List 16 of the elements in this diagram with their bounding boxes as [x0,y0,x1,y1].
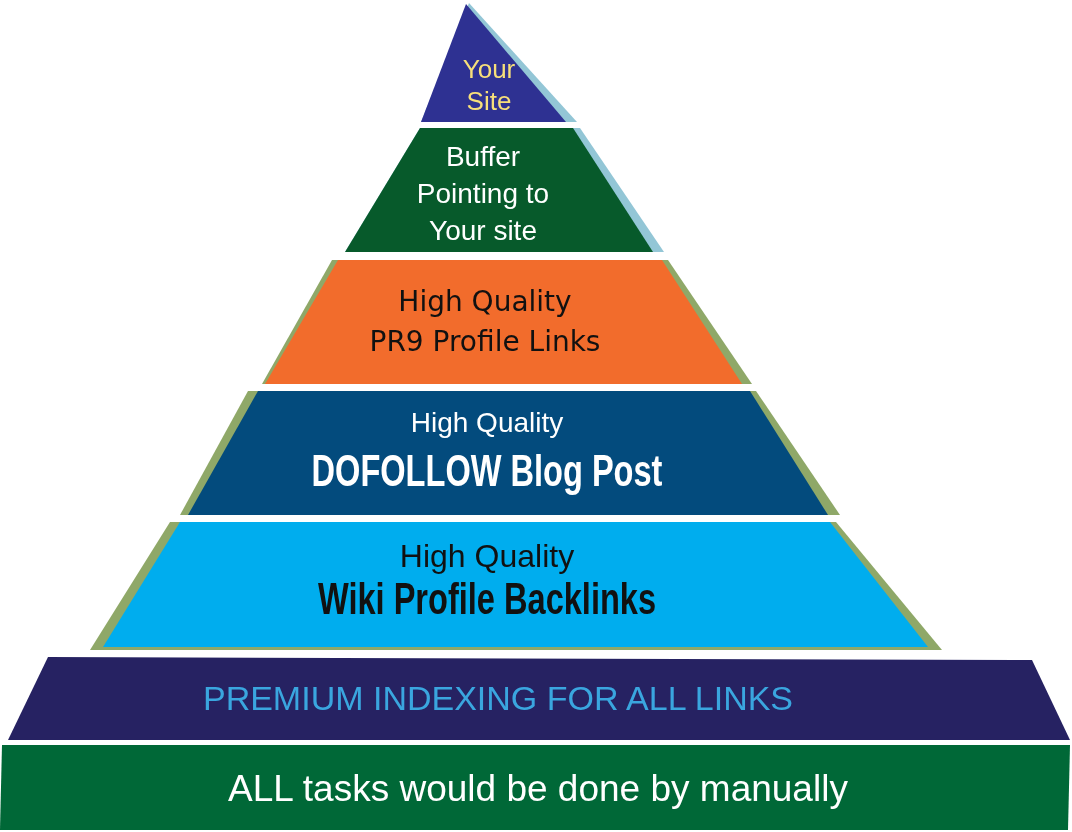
base-band [0,745,1070,830]
pyramid-tier [262,260,752,384]
band-label: PREMIUM INDEXING FOR ALL LINKS [202,677,794,719]
tier-subtitle: High Quality [398,536,576,575]
base-band [8,657,1070,740]
pyramid-tier [345,128,664,252]
pyramid-tier [421,3,577,122]
pyramid-tier [180,391,840,515]
tier-title: DOFOLLOW Blog Post [311,447,663,496]
pyramid-tier [90,522,942,650]
tier-subtitle: High Quality [409,405,565,440]
tier-title: Wiki Profile Backlinks [317,575,657,624]
tier-label: Your Site [461,54,517,118]
tier-label: High Quality PR9 Profile Links [368,284,602,360]
band-label: ALL tasks would be done by manually [228,766,848,811]
tier-label: Buffer Pointing to Your site [415,139,551,248]
